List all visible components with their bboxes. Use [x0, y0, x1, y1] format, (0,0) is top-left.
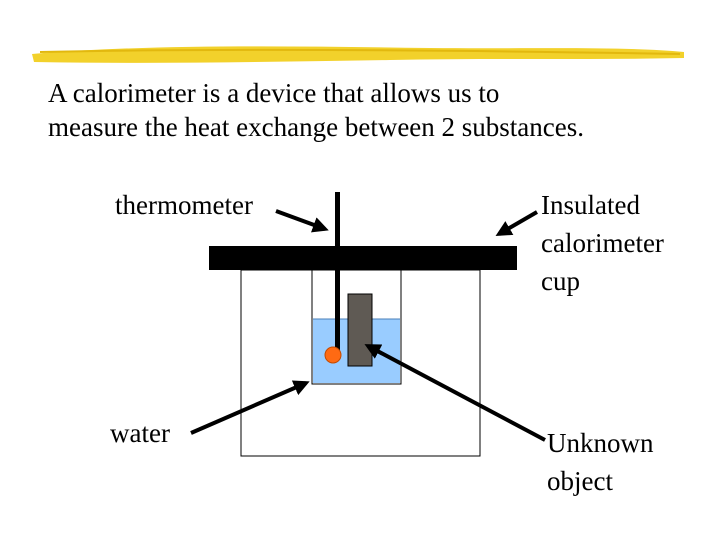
- object-label-line-2: object: [547, 466, 613, 496]
- title-line-1: A calorimeter is a device that allows us…: [48, 78, 500, 108]
- object-arrow: [364, 344, 546, 442]
- thermometer-bulb: [324, 346, 342, 364]
- slide-title: A calorimeter is a device that allows us…: [48, 76, 708, 144]
- unknown-object: [347, 293, 373, 367]
- unknown-object-label: Unknown object: [547, 424, 654, 500]
- object-label-line-1: Unknown: [547, 428, 654, 458]
- thermometer-label: thermometer: [115, 190, 253, 220]
- water-arrow: [190, 380, 310, 435]
- title-line-2: measure the heat exchange between 2 subs…: [48, 112, 585, 142]
- thermometer-arrow: [275, 209, 329, 233]
- cup-arrow: [495, 210, 539, 237]
- water-label: water: [110, 418, 170, 448]
- cup-label-line-1: Insulated: [541, 190, 640, 220]
- cup-lid: [209, 246, 517, 270]
- thermometer-stem: [335, 192, 340, 352]
- cup-label-line-2: calorimeter: [541, 228, 664, 258]
- cup-label-line-3: cup: [541, 266, 580, 296]
- insulated-cup-label: Insulated calorimeter cup: [541, 186, 664, 300]
- title-underline-highlight: [32, 46, 684, 63]
